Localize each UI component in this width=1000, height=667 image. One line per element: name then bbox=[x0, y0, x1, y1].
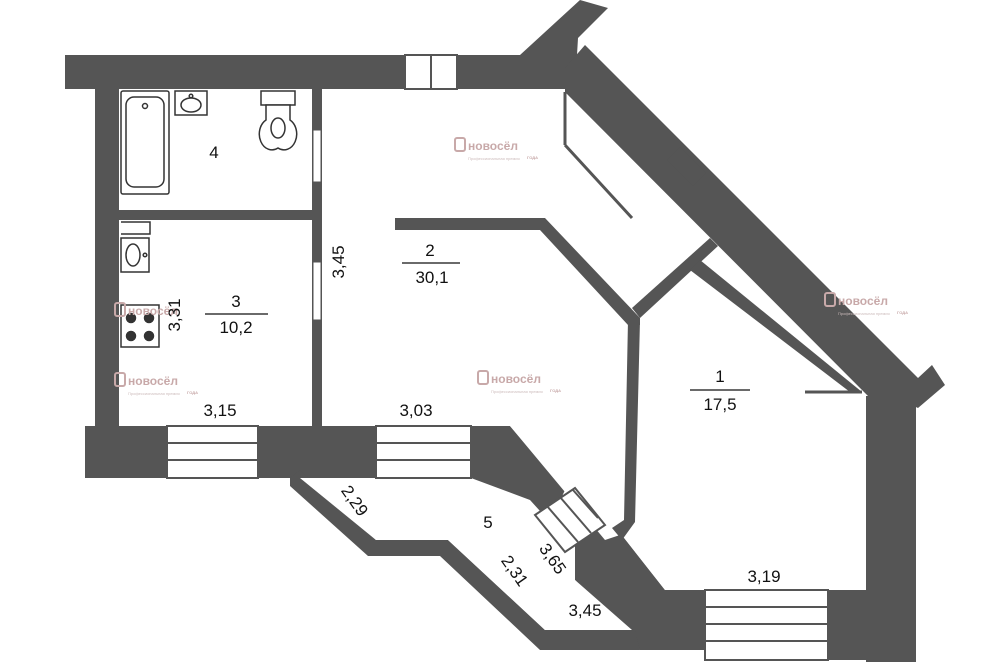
windows bbox=[166, 54, 829, 661]
balcony-door bbox=[533, 486, 607, 554]
walls bbox=[65, 0, 945, 662]
toilet-icon bbox=[258, 90, 298, 151]
svg-text:новосёл: новосёл bbox=[838, 294, 888, 308]
svg-text:ГОДА: ГОДА bbox=[550, 388, 561, 393]
washbasin-icon bbox=[174, 90, 208, 116]
svg-text:ГОДА: ГОДА bbox=[897, 310, 908, 315]
window-room-1 bbox=[704, 589, 829, 661]
room-3-area: 10,2 bbox=[219, 318, 252, 337]
partitions bbox=[119, 89, 862, 540]
dimension-room1-width: 3,19 bbox=[747, 567, 780, 586]
floors bbox=[119, 89, 866, 630]
svg-text:Профессиональная премия: Профессиональная премия bbox=[491, 389, 543, 394]
svg-text:ГОДА: ГОДА bbox=[187, 390, 198, 395]
svg-text:ГОДА: ГОДА bbox=[527, 155, 538, 160]
window-room-3 bbox=[166, 425, 259, 479]
room-1-area: 17,5 bbox=[703, 395, 736, 414]
kitchen-sink-icon bbox=[120, 221, 151, 273]
room-4-number: 4 bbox=[209, 143, 218, 162]
dimension-room2-width: 3,03 bbox=[399, 401, 432, 420]
room-3-number: 3 bbox=[231, 292, 240, 311]
watermark-logo: новосёл bbox=[114, 302, 178, 318]
dimension-room3-width: 3,15 bbox=[203, 401, 236, 420]
watermarks: новосёл Профессиональная премия ГОДА нов… bbox=[114, 137, 908, 396]
window-top bbox=[404, 54, 458, 90]
fixtures bbox=[120, 90, 298, 348]
watermark-logo: новосёл Профессиональная премия ГОДА bbox=[477, 370, 561, 394]
dimension-room2-height: 3,45 bbox=[329, 245, 348, 278]
room-2-number: 2 bbox=[425, 241, 434, 260]
door-openings bbox=[312, 129, 322, 321]
diagonal-lining bbox=[563, 92, 862, 394]
room-1-number: 1 bbox=[715, 367, 724, 386]
window-room-2 bbox=[375, 425, 472, 479]
svg-text:новосёл: новосёл bbox=[468, 139, 518, 153]
watermark-logo: новосёл Профессиональная премия ГОДА bbox=[824, 292, 908, 316]
svg-text:Профессиональная премия: Профессиональная премия bbox=[838, 311, 890, 316]
room-5-number: 5 bbox=[483, 513, 492, 532]
room-labels: 4 3 10,2 2 30,1 1 17,5 5 bbox=[205, 143, 750, 532]
dimension-balcony-bottom: 3,45 bbox=[568, 601, 601, 620]
bathtub-icon bbox=[120, 90, 170, 195]
svg-text:новосёл: новосёл bbox=[128, 374, 178, 388]
svg-text:Профессиональная премия: Профессиональная премия bbox=[468, 156, 520, 161]
stove-icon bbox=[120, 304, 160, 348]
svg-text:Профессиональная премия: Профессиональная премия bbox=[128, 391, 180, 396]
svg-text:новосёл: новосёл bbox=[128, 304, 178, 318]
watermark-logo: новосёл Профессиональная премия ГОДА bbox=[114, 372, 198, 396]
watermark-logo: новосёл Профессиональная премия ГОДА bbox=[454, 137, 538, 161]
svg-text:новосёл: новосёл bbox=[491, 372, 541, 386]
dimension-room3-height: 3,31 bbox=[165, 298, 184, 331]
room-2-area: 30,1 bbox=[415, 268, 448, 287]
